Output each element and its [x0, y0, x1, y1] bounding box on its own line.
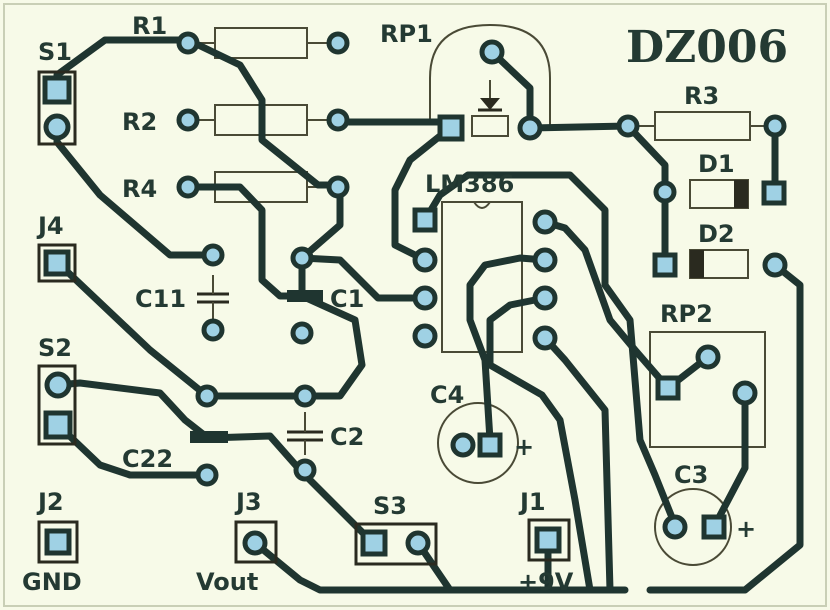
label-c2: C2: [330, 423, 364, 451]
r2-pad-1: [176, 108, 200, 132]
s1-pad-1: [42, 75, 72, 105]
lm386-pin-7: [532, 247, 558, 273]
label-s3: S3: [373, 492, 407, 520]
s3-pad-2: [405, 530, 431, 556]
rp1-pad-wiper: [479, 39, 505, 65]
label-vout: Vout: [196, 568, 258, 596]
c1-pad-1: [290, 246, 314, 270]
j4-pad: [43, 249, 71, 277]
pads: [37, 31, 788, 566]
c4-outline: [437, 402, 519, 484]
label-c1: C1: [330, 285, 364, 313]
label-c22: C22: [122, 445, 173, 473]
j3-pad: [242, 530, 268, 556]
label-r4: R4: [122, 175, 157, 203]
r3-pad-2: [763, 114, 787, 138]
c4-pad-neg: [450, 432, 476, 458]
j2-pad: [44, 528, 72, 556]
label-r1: R1: [132, 12, 167, 40]
c1-pad-2: [290, 321, 314, 345]
rp1-wiper-body: [471, 115, 509, 137]
d2-pad-2: [762, 252, 788, 278]
c22-pad-1: [195, 384, 219, 408]
rp1-pad-1: [437, 114, 465, 142]
c22-pad-2: [195, 463, 219, 487]
label-r3: R3: [684, 82, 719, 110]
lm386-pin-3: [412, 285, 438, 311]
label-j1: J1: [518, 488, 546, 516]
rp1-outline: [429, 23, 551, 125]
c2-pad-2: [293, 458, 317, 482]
rp2-pad-wiper: [695, 344, 721, 370]
rp1-arrow-icon: [480, 98, 500, 110]
label-c3: C3: [674, 461, 708, 489]
label-s1: S1: [38, 38, 72, 66]
label-j4: J4: [36, 212, 64, 240]
c2-pad-1: [293, 384, 317, 408]
board-outline: [3, 3, 827, 607]
r1-pad-2: [326, 31, 350, 55]
lm386-pin-4: [412, 323, 438, 349]
rp2-outline: [649, 331, 766, 448]
r1-pad-1: [176, 31, 200, 55]
c3-pad-neg: [662, 514, 688, 540]
label-d2: D2: [698, 220, 735, 248]
r4-pad-1: [176, 175, 200, 199]
j1-pad: [534, 526, 562, 554]
label-c11: C11: [135, 285, 186, 313]
labels: DZ006 S1 R1 RP1 R2 R3 D1 D2 R4 LM386 J4 …: [22, 12, 788, 596]
d1-pad-2: [761, 180, 787, 206]
label-c4-plus: +: [514, 433, 534, 461]
label-d1: D1: [698, 150, 735, 178]
label-gnd: GND: [22, 568, 82, 596]
r3-pad-1: [616, 114, 640, 138]
label-rp1: RP1: [380, 20, 433, 48]
lm386-pin-6: [532, 285, 558, 311]
label-rp2: RP2: [660, 300, 713, 328]
label-s2: S2: [38, 334, 72, 362]
s2-pad-1: [44, 371, 72, 399]
c3-outline: [654, 488, 732, 566]
label-c4: C4: [430, 381, 464, 409]
label-plus9v: +9V: [518, 568, 574, 596]
lm386-pin-2: [412, 247, 438, 273]
c3-pad-pos: [701, 514, 727, 540]
lm386-pin-1: [412, 207, 438, 233]
c11-pad-2: [201, 318, 225, 342]
s3-pad-1: [360, 529, 388, 557]
lm386-pin-8: [532, 209, 558, 235]
r3-body: [654, 111, 751, 141]
lm386-body: [441, 201, 523, 353]
rp1-pad-2: [517, 115, 543, 141]
d2-pad-1: [652, 252, 678, 278]
c4-pad-pos: [477, 432, 503, 458]
c11-pad-1: [201, 243, 225, 267]
label-j3: J3: [234, 488, 262, 516]
s1-outline: [37, 70, 77, 146]
rp2-pad-2: [732, 380, 758, 406]
d1-pad-1: [653, 180, 677, 204]
label-c3-plus: +: [736, 515, 756, 543]
lm386-pin-5: [532, 325, 558, 351]
label-lm386: LM386: [425, 170, 514, 198]
s1-pad-2: [43, 113, 71, 141]
r2-pad-2: [326, 108, 350, 132]
r1-body: [214, 27, 308, 59]
r4-pad-2: [326, 175, 350, 199]
rp2-pad-1: [655, 375, 681, 401]
label-r2: R2: [122, 108, 157, 136]
board-title: DZ006: [626, 22, 788, 73]
s2-pad-2: [43, 410, 73, 440]
label-j2: J2: [36, 488, 64, 516]
